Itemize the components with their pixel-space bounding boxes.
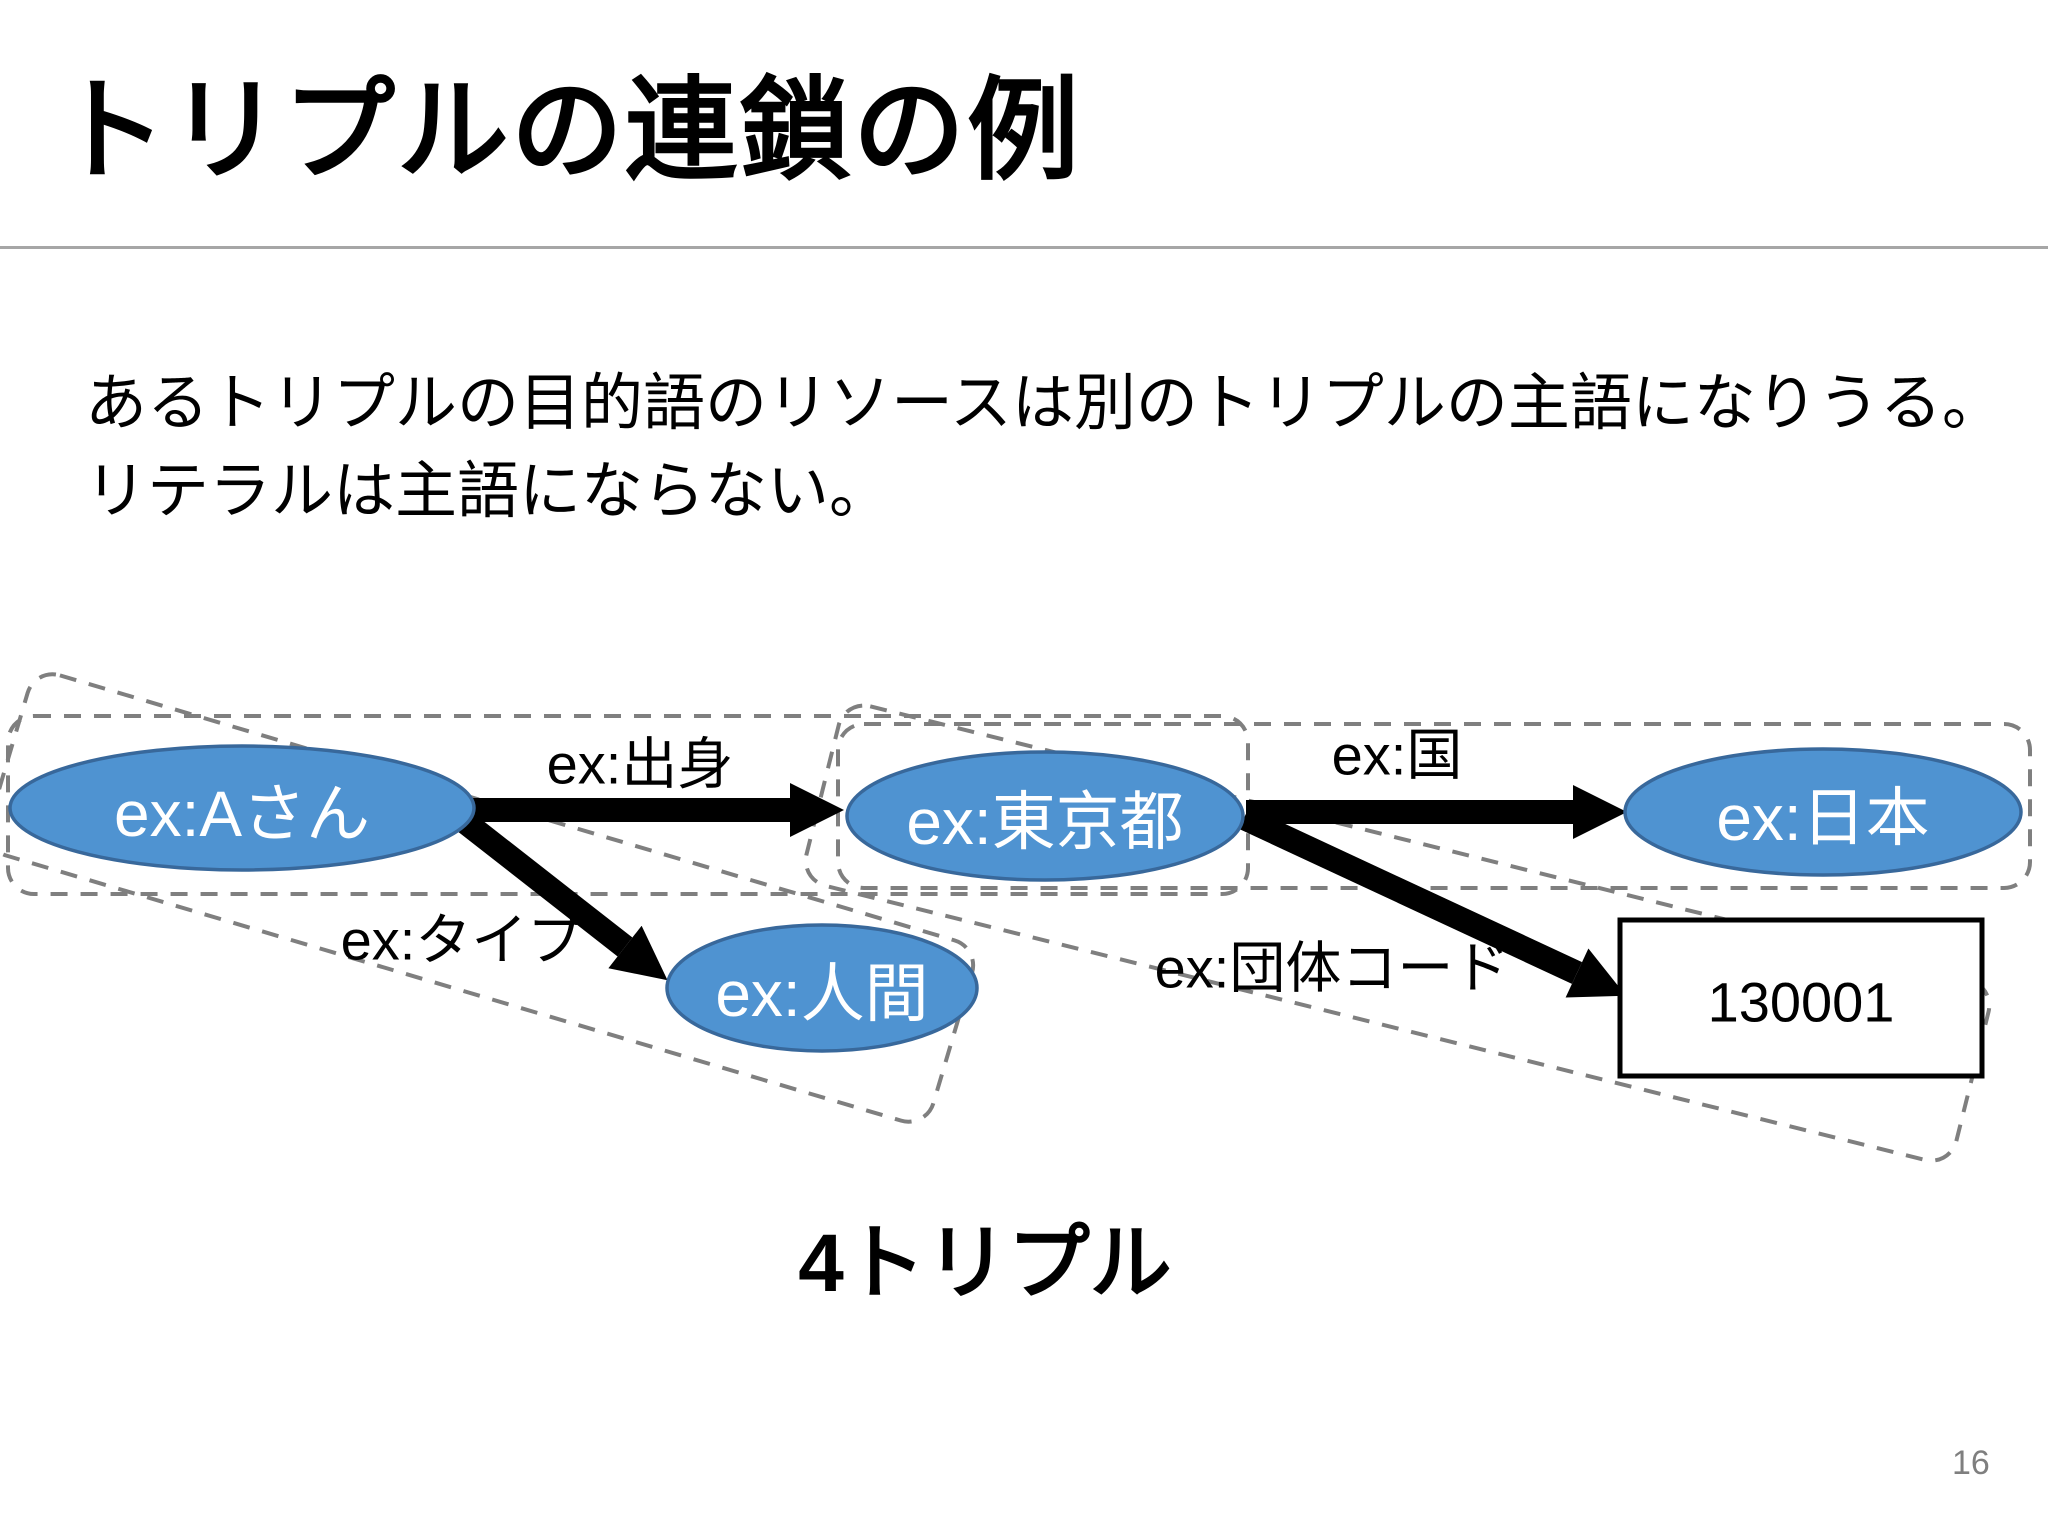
node-ellipse-a-san	[8, 744, 476, 872]
edge-label-taipu: ex:タイプ	[341, 909, 584, 972]
edge-label-kuni: ex:国	[1332, 724, 1463, 787]
body-line-1: あるトリプルの目的語のリソースは別のトリプルの主語になりうる。	[85, 369, 2004, 438]
title-divider-line	[0, 246, 2048, 249]
page-title: トリプルの連鎖の例	[55, 68, 1081, 193]
node-label-ningen: ex:人間	[715, 958, 928, 1030]
literal-box-130001	[1617, 917, 1985, 1079]
diagram-caption: 4トリプル	[798, 1218, 1172, 1309]
node-label-tokyo: ex:東京都	[906, 786, 1183, 858]
node-label-nihon: ex:日本	[1716, 782, 1929, 854]
body-paragraph: あるトリプルの目的語のリソースは別のトリプルの主語になりうる。 リテラルは主語に…	[85, 360, 2035, 536]
edge-label-shusshin: ex:出身	[547, 733, 734, 796]
node-label-a-san: ex:Aさん	[114, 778, 370, 850]
node-ellipse-nihon	[1623, 747, 2023, 877]
triple-group-box-2	[0, 672, 976, 1124]
node-ellipse-ningen	[665, 923, 979, 1053]
page-number: 16	[1952, 1444, 1990, 1482]
edge-label-dantai-code: ex:団体コード	[1155, 937, 1510, 1000]
edge-dantai-code-arrow	[1238, 807, 1626, 998]
literal-value-130001: 130001	[1708, 971, 1895, 1034]
edge-taipu-arrow	[452, 808, 668, 981]
triple-group-box-3	[836, 722, 2032, 890]
node-ellipse-tokyo	[845, 750, 1245, 882]
body-line-2: リテラルは主語にならない。	[85, 457, 892, 527]
